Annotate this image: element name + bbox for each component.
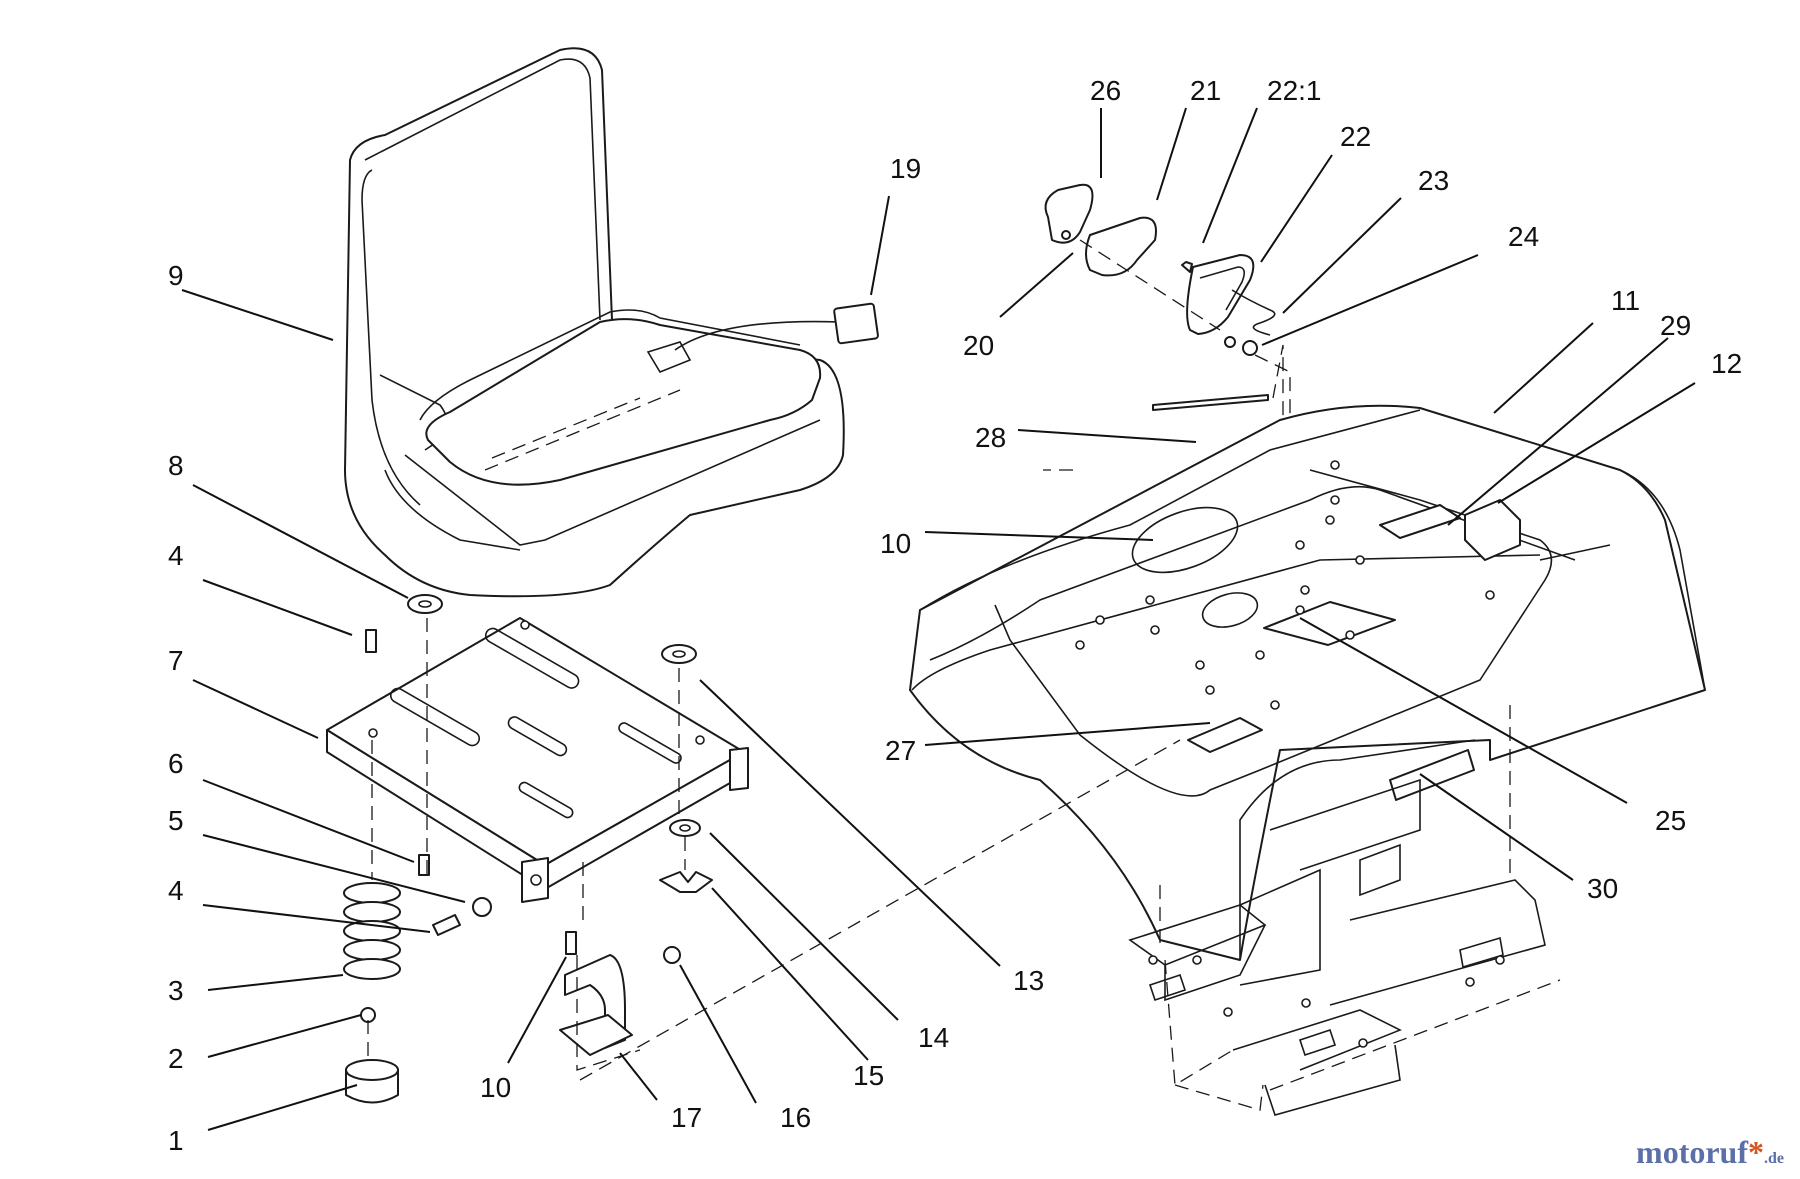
callout-14: 14 [918,1022,949,1053]
callout-21: 21 [1190,75,1221,106]
callout-29: 29 [1660,310,1691,341]
small-parts-left [343,594,713,1104]
taillight-group [1044,183,1291,420]
callout-20: 20 [963,330,994,361]
callout-15: 15 [853,1060,884,1091]
callout-2: 2 [168,1043,184,1074]
callout-22-1: 22:1 [1267,75,1322,106]
callout-16: 16 [780,1102,811,1133]
callout-22: 22 [1340,121,1371,152]
callout-5: 5 [168,805,184,836]
callout-26: 26 [1090,75,1121,106]
callout-6: 6 [168,748,184,779]
callout-8: 8 [168,450,184,481]
callout-30: 30 [1587,873,1618,904]
watermark-brand: motoruf [1636,1134,1748,1170]
callout-27: 27 [885,735,916,766]
callout-9: 9 [168,260,184,291]
callout-28: 28 [975,422,1006,453]
callout-7: 7 [168,645,184,676]
callout-10-bracket: 10 [480,1072,511,1103]
callout-25: 25 [1655,805,1686,836]
frame [579,344,1561,1116]
callout-11: 11 [1611,285,1640,316]
watermark-mark: * [1748,1134,1764,1170]
leader-lines [181,107,1696,1131]
callout-23: 23 [1418,165,1449,196]
seat-plate [326,617,749,903]
callout-17: 17 [671,1102,702,1133]
callout-4-top: 4 [168,540,184,571]
seat [344,47,879,598]
watermark-suffix: .de [1764,1150,1784,1167]
callout-labels: 26 21 22:1 22 23 24 19 9 20 11 29 12 28 … [168,75,1742,1156]
callout-24: 24 [1508,221,1539,252]
fender-assembly [909,394,1706,961]
watermark-logo: motoruf*.de [1636,1134,1784,1171]
callout-13: 13 [1013,965,1044,996]
callout-10-fender: 10 [880,528,911,559]
callout-19: 19 [890,153,921,184]
callout-3: 3 [168,975,184,1006]
callout-1: 1 [168,1125,184,1156]
callout-12: 12 [1711,348,1742,379]
spring [343,882,401,980]
callout-4-bottom: 4 [168,875,184,906]
